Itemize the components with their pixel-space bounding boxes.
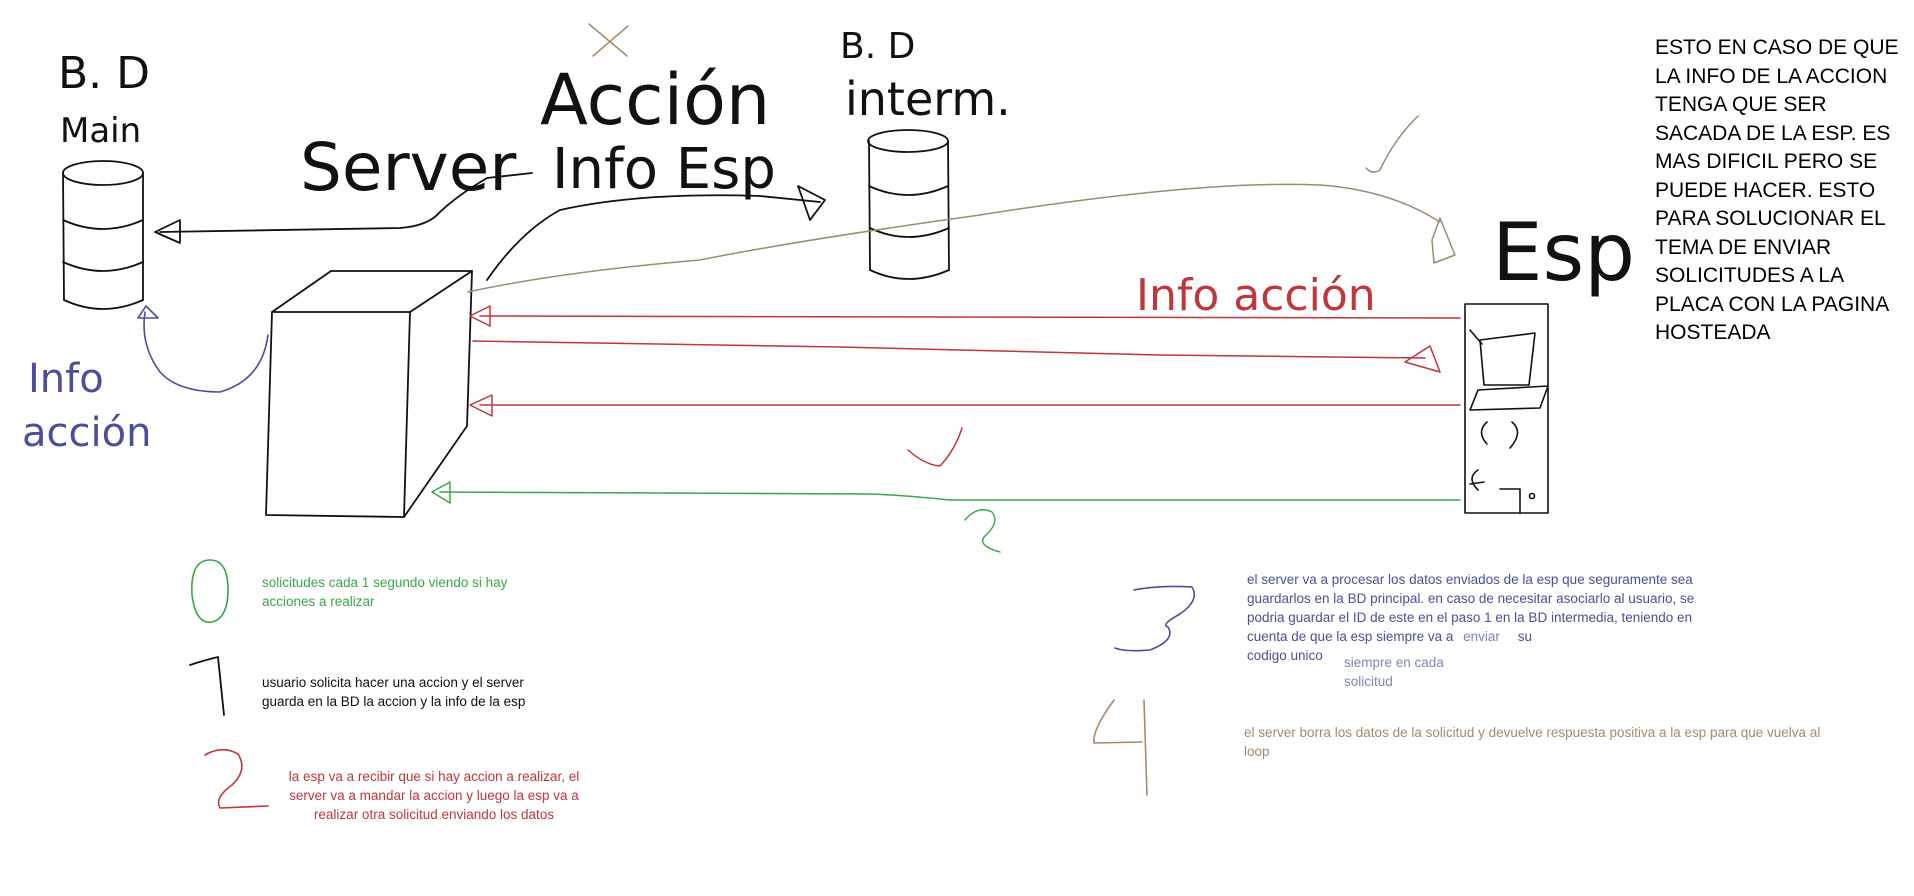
header-note: ESTO EN CASO DE QUE LA INFO DE LA ACCION…: [1655, 36, 1899, 344]
check-olive: [1365, 115, 1419, 173]
accion-label: Acción: [540, 59, 770, 141]
info-esp-label: Info Esp: [552, 137, 776, 202]
esp-device: [1464, 303, 1549, 514]
step3-insert-note: siempre en cada solicitud: [1344, 655, 1444, 689]
bd-main-cylinder: [62, 160, 144, 310]
num-3-shape: [1114, 585, 1196, 652]
info-accion-left-top: Info: [28, 356, 104, 402]
step3-codigo: codigo unico: [1247, 648, 1323, 663]
arrow-server-to-bdmain: [154, 172, 533, 244]
info-accion-right-label: Info acción: [1136, 270, 1376, 321]
step1-note: usuario solicita hacer una accion y el s…: [262, 675, 526, 709]
bd-interm-label-bottom: interm.: [845, 72, 1011, 126]
step3-su: su: [1517, 629, 1532, 644]
server-label: Server: [300, 129, 517, 206]
cross-mark: [588, 23, 629, 57]
step3-enviar: enviar: [1463, 629, 1500, 644]
check-red: [907, 427, 963, 467]
bd-main-label-bottom: Main: [60, 111, 141, 151]
num-2-shape: [204, 748, 269, 809]
num-0-shape: [191, 559, 229, 624]
red-arrows: [469, 305, 1461, 417]
arrow-user-to-bdmain: [137, 305, 269, 393]
bd-main-label-top: B. D: [58, 48, 150, 99]
arrow-server-to-bdinterm: [486, 185, 826, 281]
olive-arc: [467, 183, 1456, 293]
bd-interm-label-top: B. D: [840, 26, 915, 67]
step4-note: el server borra los datos de la solicitu…: [1244, 725, 1821, 759]
step3-main-text: el server va a procesar los datos enviad…: [1247, 572, 1695, 644]
num-2-small: [964, 509, 1001, 553]
esp-label: Esp: [1492, 206, 1635, 299]
num-4-shape: [1093, 699, 1148, 796]
server-box: [265, 270, 473, 518]
step0-note: solicitudes cada 1 segundo viendo si hay…: [262, 575, 508, 609]
step2-note: la esp va a recibir que si hay accion a …: [288, 769, 580, 822]
info-accion-left-bottom: acción: [22, 410, 151, 456]
step3-note: el server va a procesar los datos enviad…: [1247, 570, 1717, 665]
num-1-shape: [189, 656, 225, 716]
bd-interm-cylinder: [867, 129, 950, 280]
green-arrow: [431, 481, 1461, 504]
